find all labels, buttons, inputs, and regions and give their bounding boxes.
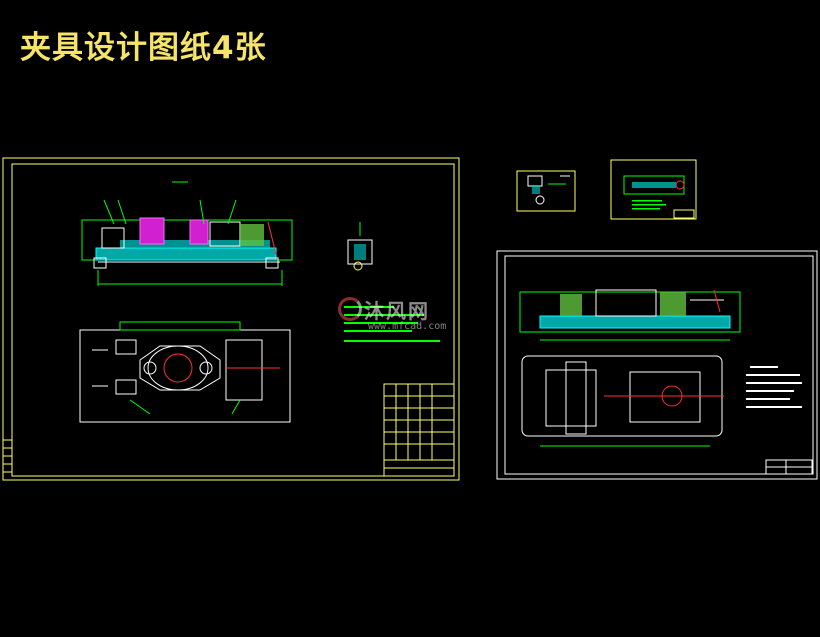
front-view-section [81,181,293,286]
sheet-4 [496,250,818,480]
top-view [79,321,291,423]
page-title: 夹具设计图纸4张 [20,30,267,66]
title-block-2 [765,459,813,475]
watermark-text: 沐风网 [364,299,430,323]
sheet-3 [610,159,697,220]
title-block [383,383,455,477]
watermark-url: www.mfcad.com [368,321,447,332]
sheet-1 [2,157,460,481]
detail-view [347,222,373,271]
technical-requirements [746,366,802,408]
technical-notes [344,306,440,342]
sheet-2 [516,170,576,212]
watermark: 沐风网 www.mfcad.com [338,295,498,341]
top-view-2 [521,355,724,447]
watermark-logo-icon [338,297,362,321]
front-view-section-2 [519,289,741,341]
